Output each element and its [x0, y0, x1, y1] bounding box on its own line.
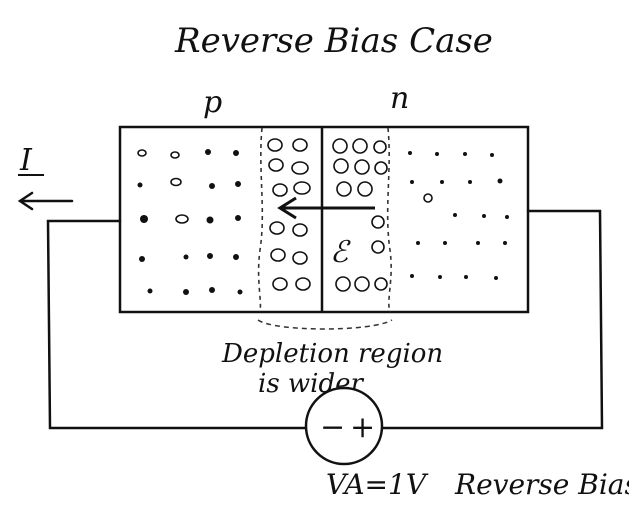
depletion-boundary-left	[257, 127, 264, 313]
p-region-label: p	[203, 85, 222, 120]
electric-field-label: ℰ	[330, 235, 351, 270]
n-depletion-ions	[332, 138, 388, 292]
n-side-carriers	[408, 151, 509, 280]
voltage-source	[304, 386, 384, 466]
depletion-bracket	[257, 319, 393, 330]
bias-label: Reverse Bias	[454, 468, 629, 501]
depletion-note-line1: Depletion region	[221, 339, 443, 369]
pn-junction-block	[118, 125, 530, 314]
source-minus-sign: −	[320, 410, 345, 445]
depletion-boundary-right	[386, 127, 392, 313]
current-label: I	[19, 143, 33, 178]
p-side-carriers	[137, 149, 243, 295]
voltage-label: VA=1V	[326, 468, 429, 501]
electric-field-arrow-icon	[277, 196, 375, 220]
current-arrow-icon	[17, 191, 74, 211]
n-region-label: n	[390, 81, 409, 116]
external-circuit-wire	[46, 209, 604, 430]
diagram-title: Reverse Bias Case	[174, 21, 493, 61]
p-depletion-ions	[267, 138, 311, 291]
source-plus-sign: +	[350, 410, 375, 445]
